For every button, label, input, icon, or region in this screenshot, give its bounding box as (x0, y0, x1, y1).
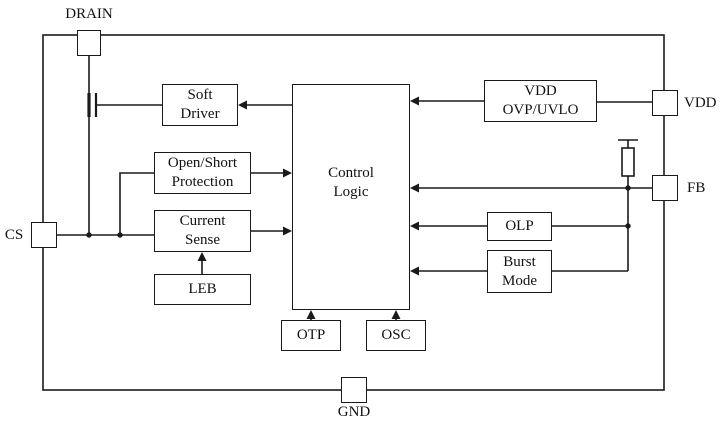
block-label: Burst (503, 253, 536, 270)
block-olp: OLP (487, 212, 552, 241)
arrowhead-into-softdriver (238, 100, 247, 110)
pin-label-fb: FB (687, 180, 706, 196)
junction-dot (117, 232, 123, 238)
pin-label-drain: DRAIN (65, 6, 113, 22)
pin-label-vdd: VDD (684, 95, 717, 111)
block-label: Driver (180, 106, 220, 122)
junction-dot (86, 232, 92, 238)
pin-cs (31, 222, 57, 248)
arrowhead-into-control-otp (306, 310, 316, 319)
block-soft-driver: Soft Driver (162, 84, 238, 126)
arrowhead-into-control-burst (410, 266, 419, 276)
block-label: OVP/UVLO (502, 102, 579, 118)
fb-pullup-resistor (618, 139, 638, 188)
junction-dot (625, 223, 631, 229)
junction-dot (625, 185, 631, 191)
block-control-logic: Control Logic (292, 84, 410, 310)
block-current-sense: Current Sense (154, 210, 251, 252)
block-label: OLP (505, 218, 534, 234)
block-label: Sense (185, 232, 220, 248)
arrowhead-into-control-currentsense (283, 226, 292, 236)
block-osc: OSC (366, 320, 426, 351)
wire-openshort-to-cs-rail (119, 172, 154, 235)
arrowhead-into-control-openshort (283, 168, 292, 178)
block-leb: LEB (154, 274, 251, 305)
pin-fb (652, 175, 678, 201)
block-label: Protection (171, 174, 234, 190)
block-label: Current (179, 213, 226, 229)
pin-vdd (652, 90, 678, 116)
block-label: LEB (188, 281, 217, 297)
block-label: Mode (502, 272, 537, 289)
pin-gnd (341, 377, 367, 403)
block-label: OSC (381, 327, 411, 343)
block-label: OTP (296, 327, 326, 343)
arrowhead-into-control-fb (410, 183, 419, 193)
mosfet-symbol (87, 56, 162, 235)
block-otp: OTP (281, 320, 341, 351)
block-vdd-ovp-uvlo: VDD OVP/UVLO (484, 80, 597, 122)
arrowhead-into-currentsense (197, 252, 207, 261)
arrowhead-into-control-ovp (410, 96, 419, 106)
resistor-body (621, 147, 635, 177)
pin-drain (77, 30, 101, 56)
block-burst-mode: Burst Mode (487, 250, 552, 293)
block-label: Logic (333, 184, 369, 200)
pin-label-gnd: GND (337, 404, 371, 420)
block-open-short-protection: Open/Short Protection (154, 152, 251, 194)
pin-label-cs: CS (4, 227, 24, 243)
arrowhead-into-control-osc (391, 310, 401, 319)
block-label: Open/Short (167, 155, 238, 171)
arrowhead-into-control-olp (410, 221, 419, 231)
block-label: Soft (187, 87, 213, 103)
block-label: VDD (524, 83, 557, 99)
block-label: Control (328, 165, 374, 181)
